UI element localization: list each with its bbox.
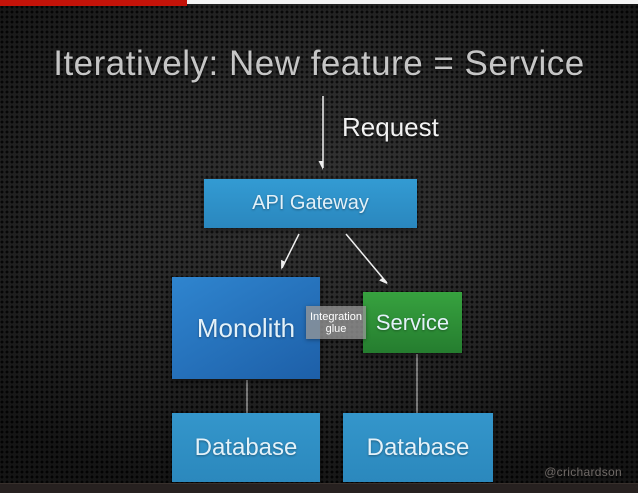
request-label: Request bbox=[342, 112, 439, 142]
api-gateway-label: API Gateway bbox=[252, 192, 369, 214]
video-progress-track[interactable] bbox=[187, 0, 638, 4]
database-right-node: Database bbox=[343, 413, 493, 482]
video-progress-bar[interactable] bbox=[0, 0, 187, 6]
integration-glue-label-line2: glue bbox=[325, 322, 347, 335]
arrow-gateway-to-service bbox=[345, 233, 387, 283]
monolith-label: Monolith bbox=[196, 312, 296, 343]
author-handle: @crichardson bbox=[544, 465, 622, 479]
api-gateway-node: API Gateway bbox=[204, 179, 417, 228]
integration-glue-label-line1: Integration bbox=[310, 310, 362, 323]
bottom-letterbox bbox=[0, 483, 638, 493]
database-left-label: Database bbox=[194, 433, 298, 461]
service-label: Service bbox=[375, 309, 450, 335]
database-right-label: Database bbox=[366, 433, 470, 461]
slide-title: Iteratively: New feature = Service bbox=[53, 44, 585, 83]
monolith-node: Monolith bbox=[172, 277, 320, 379]
arrow-gateway-to-monolith bbox=[282, 233, 300, 268]
integration-glue-node: Integration glue bbox=[306, 306, 366, 339]
database-left-node: Database bbox=[172, 413, 320, 482]
service-node: Service bbox=[363, 292, 462, 353]
